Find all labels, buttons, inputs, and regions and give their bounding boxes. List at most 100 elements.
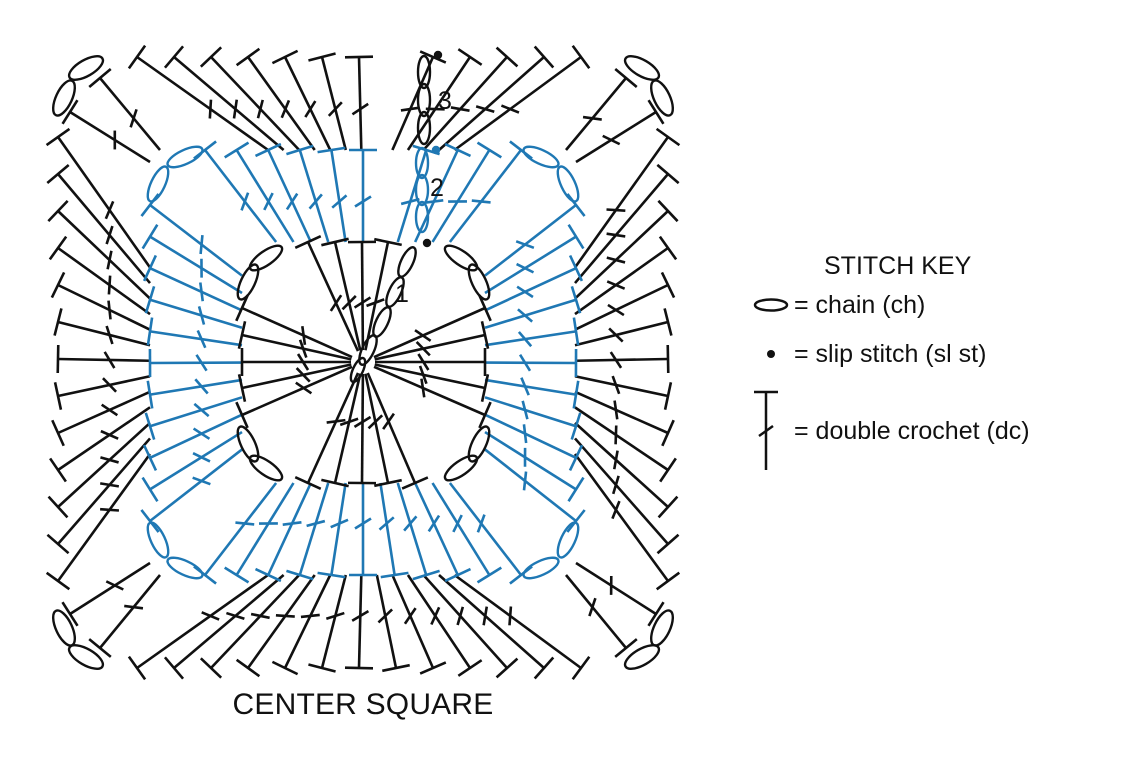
r3-right-dc-1-top: [656, 163, 680, 185]
r3-corner-tl-2-post: [69, 110, 151, 164]
r1-dc-5-top: [237, 321, 247, 349]
r3-slip-stitch: [433, 50, 443, 60]
r3-bottom-dc-12-top: [571, 655, 591, 681]
r3-left-dc-12-slash: [100, 507, 120, 512]
r2-left-dc-1-top: [141, 223, 159, 250]
r1-dc-4-top: [235, 294, 249, 322]
r3-bottom-dc-7-top: [382, 663, 410, 673]
r3-corner-br-1-slash: [588, 597, 597, 617]
r1-dc-18-top: [401, 476, 429, 490]
r3-left-dc-11-top: [46, 533, 70, 555]
r2-bottom-dc-3-top: [286, 569, 314, 581]
r3-left-dc-6-slash: [103, 351, 116, 369]
r3-left-dc-10-post: [57, 421, 151, 508]
r3-top-dc-5-top: [308, 52, 336, 62]
r3-right-dc-9-post: [574, 406, 669, 472]
r1-dc-9-slash: [414, 329, 432, 342]
r3-bottom-dc-7-post: [375, 574, 398, 669]
r1-dc-8-post: [241, 365, 353, 417]
r2-left-dc-10-top: [140, 509, 160, 533]
r3-top-dc-2-slash: [256, 99, 264, 119]
r1-dc-15-post: [333, 373, 362, 484]
r3-bottom-dc-6-post: [357, 574, 363, 669]
r3-left-dc-1-post: [57, 173, 151, 284]
r2-bottom-dc-1-post: [235, 482, 295, 576]
r3-left-dc-0-top: [45, 127, 71, 147]
r1-dc-14-post: [306, 372, 360, 484]
r3-top-dc-1-post: [173, 56, 285, 151]
r2-top-dc-0-top: [193, 140, 217, 160]
r3-bottom-dc-6-slash: [351, 610, 370, 622]
r3-bottom-dc-11-top: [533, 656, 555, 680]
r2-right-dc-7-post: [484, 396, 577, 428]
r3-corner-bl-2-slash: [105, 580, 124, 591]
r1-dc-3-top: [374, 237, 402, 247]
r3-bottom-dc-3-slash: [275, 614, 295, 618]
r2-right-dc-10-slash: [522, 471, 528, 491]
r2-chain-bl-b: [146, 521, 170, 559]
r3-top-dc-0-slash: [208, 99, 213, 119]
r2-top-dc-5-slash: [354, 195, 372, 208]
r3-chain-br-a: [623, 644, 661, 670]
r3-bottom-dc-1-post: [173, 574, 285, 669]
r3-chain-tr-b: [649, 79, 675, 117]
r3-corner-tr-2-slash: [602, 134, 621, 146]
r3-top-dc-3-post: [246, 56, 316, 151]
r1-dc-10-slash: [415, 341, 431, 357]
r3-left-dc-8-slash: [100, 403, 119, 417]
r3-corner-tr-2-top: [647, 99, 665, 125]
r1-dc-0-slash: [329, 294, 343, 312]
r3-right-dc-1-slash: [606, 232, 626, 238]
r1-start-chain-1: [397, 246, 417, 278]
r3-bottom-dc-6-top: [344, 666, 374, 670]
r3-start-chain-3: [416, 110, 432, 146]
r3-right-dc-10-top: [657, 495, 679, 519]
r3-top-dc-12-post: [453, 55, 582, 152]
r3-corner-bl-2-top: [61, 601, 79, 627]
r1-dc-17-post: [364, 373, 390, 484]
r1-dc-15-top: [321, 478, 349, 488]
r3-right-dc-3-slash: [606, 280, 626, 290]
r3-top-dc-0-top: [127, 44, 147, 70]
r1-dc-7-post: [241, 363, 352, 390]
r1-chain-bl-b: [236, 425, 260, 463]
r3-left-dc-4-slash: [107, 300, 112, 320]
r3-corner-br-2-top: [647, 601, 665, 627]
r2-top-dc-8-top: [444, 142, 472, 158]
r2-left-dc-9-post: [149, 430, 243, 491]
r3-bottom-dc-3-post: [246, 574, 316, 669]
round-label-3: 3: [438, 87, 452, 115]
r3-left-dc-7-post: [57, 375, 151, 398]
r3-top-dc-10-post: [422, 56, 508, 151]
r2-bottom-dc-4-top: [317, 571, 346, 579]
r2-left-dc-0-slash: [199, 235, 204, 255]
r3-left-dc-11-post: [57, 437, 151, 545]
r3-top-dc-4-top: [271, 49, 299, 65]
r2-left-dc-2-slash: [199, 282, 205, 302]
r2-bottom-dc-3-post: [298, 482, 330, 576]
r3-right-dc-6-post: [574, 357, 669, 363]
r2-right-dc-2-post: [484, 267, 577, 312]
r3-bottom-dc-5-post: [320, 574, 348, 669]
r2-chain-bl-a: [166, 556, 204, 580]
r2-right-dc-2-top: [568, 254, 584, 282]
r3-left-dc-2-slash: [106, 250, 113, 270]
r3-left-dc-5-slash: [105, 325, 114, 345]
r2-bottom-dc-2-post: [267, 482, 313, 576]
r3-top-dc-9-top: [457, 48, 483, 66]
r2-left-dc-7-post: [149, 396, 243, 428]
r2-start-chain-2: [414, 173, 430, 207]
r3-top-dc-1-top: [163, 45, 185, 69]
r2-bottom-dc-3-slash: [306, 519, 326, 528]
r2-right-dc-6-top: [572, 380, 580, 409]
r1-dc-15-slash: [339, 417, 359, 427]
r3-left-dc-0-slash: [104, 200, 115, 220]
r1-dc-4-post: [241, 306, 353, 359]
r2-top-dc-10-top: [509, 140, 533, 160]
r3-corner-tr-1-slash: [582, 115, 602, 121]
r3-right-dc-12-top: [655, 571, 681, 591]
r3-right-dc-9-top: [659, 457, 677, 483]
r3-bottom-dc-2-post: [210, 574, 301, 669]
r2-bottom-dc-5-slash: [354, 517, 372, 530]
r2-top-dc-8-slash: [424, 199, 444, 204]
